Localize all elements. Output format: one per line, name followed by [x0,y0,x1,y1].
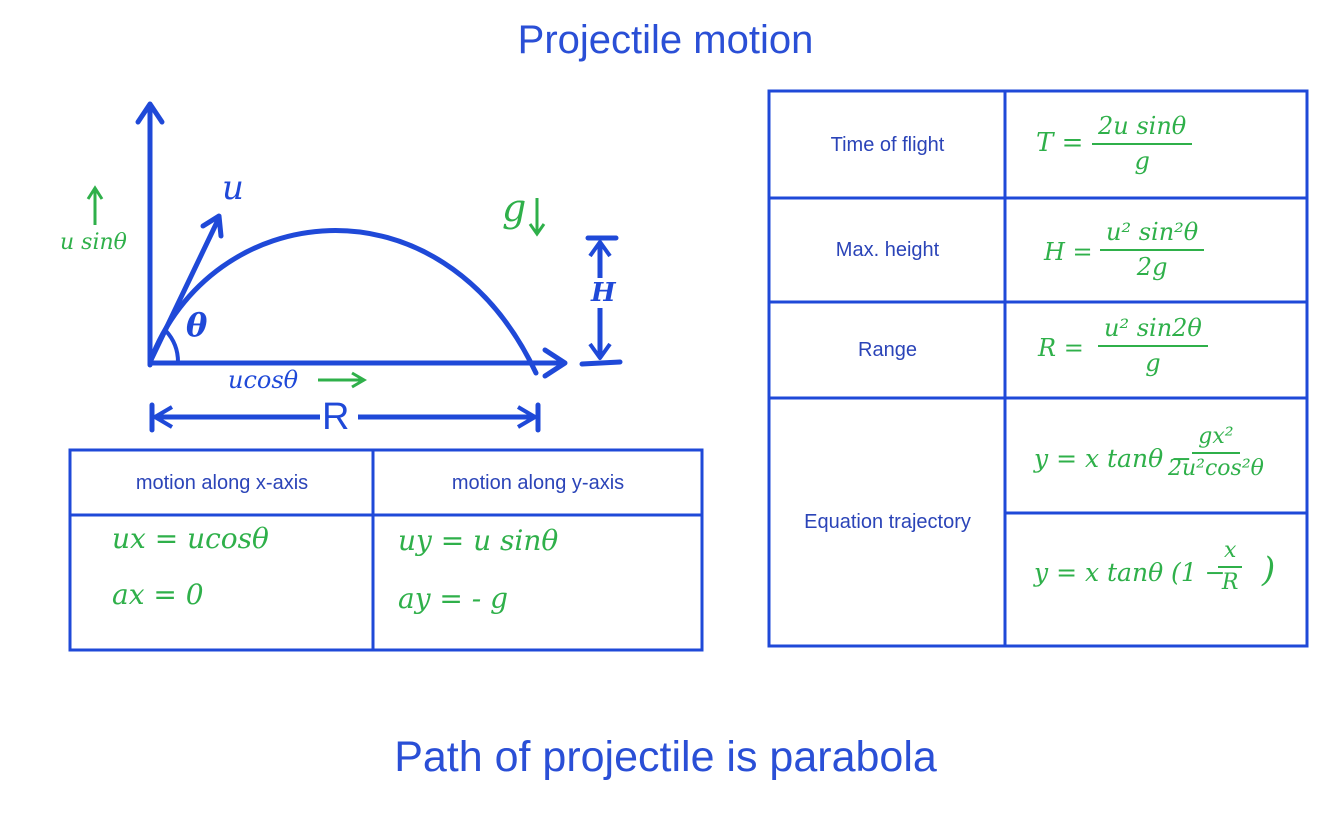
vertical-component-label: u sinθ [60,230,127,255]
max-height-label: H [589,278,618,308]
range-label: R [322,396,350,438]
velocity-arrowhead [200,213,224,239]
row-label-max-height: Max. height [835,238,940,261]
max-height-fraction: u² sin²θ 2g [1100,218,1205,281]
y-velocity-eq: uy = u sinθ [398,524,559,557]
time-of-flight-lhs: T = [1036,128,1084,158]
x-velocity-eq: ux = ucosθ [112,522,269,555]
range-fraction: u² sin2θ g [1098,314,1208,377]
y-axis-arrowhead [135,101,165,125]
motion-table [68,448,704,652]
gravity-label: g [502,186,527,230]
header-x-axis: motion along x-axis [135,471,309,494]
formula-table [767,89,1309,648]
time-of-flight-fraction: 2u sinθ g [1092,112,1193,175]
angle-label: θ [186,306,208,344]
footer-caption: Path of projectile is parabola [394,733,937,781]
x-acceleration-eq: ax = 0 [112,578,204,611]
header-y-axis: motion along y-axis [451,471,625,494]
trajectory-eq1-lhs: y = x tanθ − [1034,444,1193,473]
x-axis-arrowhead [542,347,568,379]
horizontal-component-label: ucosθ [228,366,299,394]
range-lhs: R = [1038,334,1084,362]
trajectory-curve [147,228,539,376]
y-acceleration-eq: ay = - g [398,582,509,615]
page-title: Projectile motion [517,18,814,62]
row-label-time-of-flight: Time of flight [830,133,945,156]
trajectory-eq1-fraction: gx² 2u²cos²θ [1168,424,1264,481]
trajectory-eq2-lhs: y = x tanθ (1 − [1034,558,1226,587]
max-height-lhs: H = [1044,238,1093,266]
trajectory-eq2-fraction: x R [1218,538,1243,595]
row-label-range: Range [858,339,917,361]
row-label-equation-trajectory: Equation trajectory [804,510,971,533]
velocity-label: u [222,168,244,208]
trajectory-eq2-close: ) [1262,550,1276,590]
angle-arc [164,329,180,363]
